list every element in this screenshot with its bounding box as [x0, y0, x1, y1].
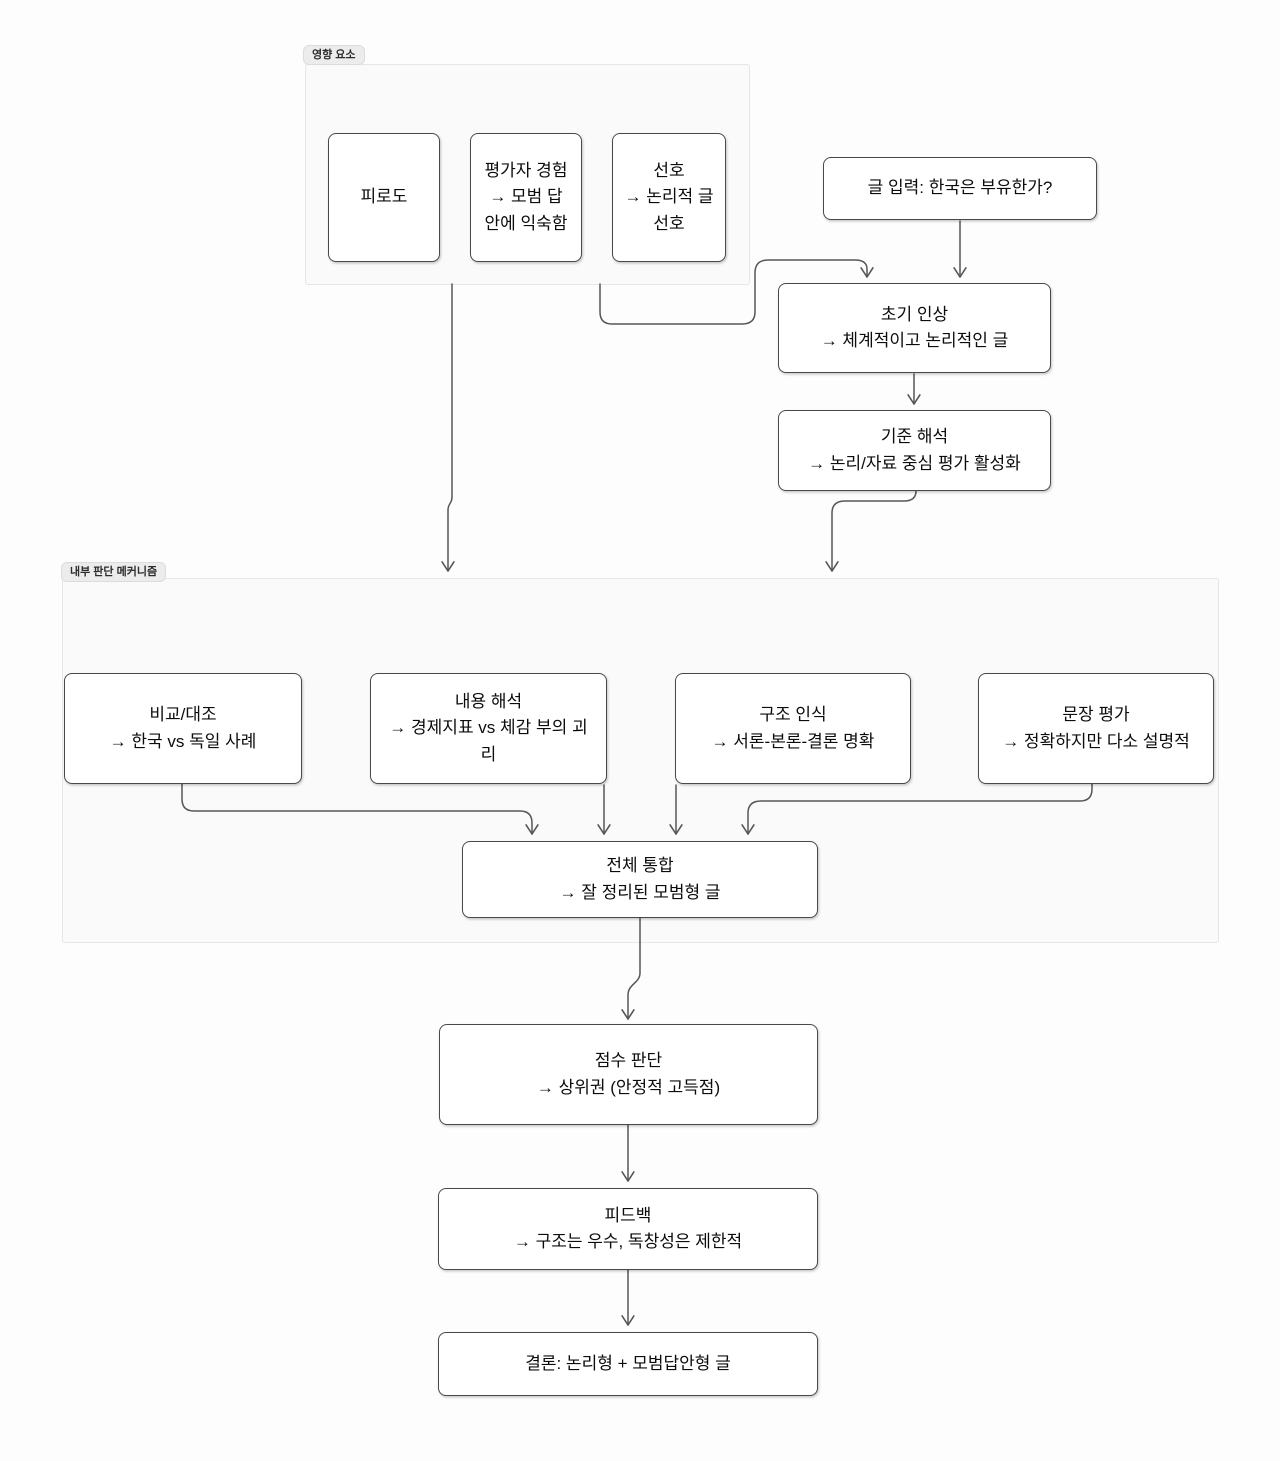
- node-compare-contrast-title: 비교/대조: [149, 705, 217, 725]
- node-sentence-evaluation[interactable]: 문장 평가 → 정확하지만 다소 설명적: [978, 673, 1214, 784]
- node-feedback[interactable]: 피드백 → 구조는 우수, 독창성은 제한적: [438, 1188, 818, 1270]
- node-evaluator-experience-sub: → 모범 답 안에 익숙함: [484, 187, 568, 233]
- node-compare-contrast-sub: → 한국 vs 독일 사례: [109, 731, 257, 751]
- node-criteria-interpretation[interactable]: 기준 해석 → 논리/자료 중심 평가 활성화: [778, 410, 1051, 491]
- node-fatigue[interactable]: 피로도: [328, 133, 440, 262]
- node-score-judgment-sub: → 상위권 (안정적 고득점): [536, 1077, 721, 1097]
- node-compare-contrast[interactable]: 비교/대조 → 한국 vs 독일 사례: [64, 673, 302, 784]
- node-text-input[interactable]: 글 입력: 한국은 부유한가?: [823, 157, 1097, 220]
- node-structure-recognition[interactable]: 구조 인식 → 서론-본론-결론 명확: [675, 673, 911, 784]
- node-overall-integration-title: 전체 통합: [606, 856, 674, 876]
- node-first-impression-sub: → 체계적이고 논리적인 글: [820, 331, 1009, 350]
- node-content-interpretation-title: 내용 해석: [454, 691, 523, 711]
- node-conclusion-label: 결론: 논리형 + 모범답안형 글: [525, 1353, 731, 1373]
- node-feedback-title: 피드백: [604, 1205, 652, 1225]
- node-preference[interactable]: 선호 → 논리적 글 선호: [612, 133, 726, 262]
- node-first-impression-title: 초기 인상: [880, 304, 949, 324]
- node-preference-title: 선호: [653, 160, 685, 180]
- node-fatigue-label: 피로도: [360, 187, 408, 207]
- node-score-judgment[interactable]: 점수 판단 → 상위권 (안정적 고득점): [439, 1024, 818, 1125]
- node-text-input-label: 글 입력: 한국은 부유한가?: [867, 178, 1053, 198]
- node-evaluator-experience-title: 평가자 경험: [484, 160, 568, 180]
- node-score-judgment-title: 점수 판단: [594, 1051, 663, 1071]
- node-first-impression[interactable]: 초기 인상 → 체계적이고 논리적인 글: [778, 283, 1051, 373]
- group-influence-factors-label[interactable]: 영향 요소: [303, 45, 365, 65]
- node-evaluator-experience[interactable]: 평가자 경험 → 모범 답 안에 익숙함: [470, 133, 582, 262]
- node-conclusion[interactable]: 결론: 논리형 + 모범답안형 글: [438, 1332, 818, 1396]
- node-overall-integration-sub: → 잘 정리된 모범형 글: [559, 882, 721, 902]
- node-preference-sub: → 논리적 글 선호: [624, 187, 714, 233]
- node-criteria-interpretation-title: 기준 해석: [880, 427, 949, 447]
- node-structure-recognition-title: 구조 인식: [759, 705, 827, 725]
- node-sentence-evaluation-sub: → 정확하지만 다소 설명적: [1002, 731, 1190, 751]
- connector-influence-group-to-internal-group: [441, 283, 455, 572]
- node-structure-recognition-sub: → 서론-본론-결론 명확: [711, 731, 875, 751]
- node-content-interpretation-sub: → 경제지표 vs 체감 부의 괴리: [389, 718, 588, 764]
- node-sentence-evaluation-title: 문장 평가: [1062, 705, 1130, 725]
- node-overall-integration[interactable]: 전체 통합 → 잘 정리된 모범형 글: [462, 841, 818, 918]
- group-internal-judgment-mechanism-label[interactable]: 내부 판단 메커니즘: [61, 562, 167, 582]
- node-feedback-sub: → 구조는 우수, 독창성은 제한적: [513, 1232, 743, 1251]
- connector-criteria-to-internal-group: [825, 490, 917, 572]
- node-criteria-interpretation-sub: → 논리/자료 중심 평가 활성화: [808, 453, 1021, 473]
- node-content-interpretation[interactable]: 내용 해석 → 경제지표 vs 체감 부의 괴리: [370, 673, 607, 784]
